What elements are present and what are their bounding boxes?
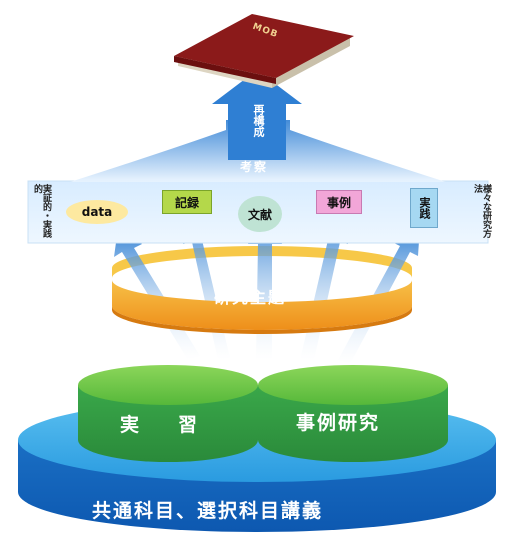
method-data: data — [66, 200, 128, 224]
method-records: 記録 — [162, 190, 212, 214]
arrow-top-label: 再構成 — [252, 104, 265, 137]
band-left-text: 実証的・実践的 — [32, 184, 51, 238]
method-literature: 文献 — [238, 196, 282, 232]
ring-label: 研究主題 — [214, 288, 287, 307]
base-label: 共通科目、選択科目講義 — [92, 500, 324, 522]
book — [174, 14, 354, 88]
ring-front — [112, 280, 412, 334]
main-up-arrow — [212, 70, 302, 160]
method-cases: 事例 — [316, 190, 362, 214]
green-cylinder-left — [78, 365, 258, 462]
green-right-label: 事例研究 — [296, 412, 381, 434]
method-literature-label: 文献 — [247, 207, 272, 222]
synthesis-label: 考察 — [240, 160, 269, 174]
green-left-label: 実 習 — [120, 414, 208, 436]
green-cylinder-right — [258, 365, 448, 462]
method-cases-label: 事例 — [326, 195, 351, 210]
method-records-label: 記録 — [174, 195, 199, 210]
band-right-text: 様々な研究方法 — [472, 184, 491, 238]
method-practice-label: 実践 — [418, 197, 431, 219]
method-practice: 実践 — [410, 188, 438, 228]
method-data-label: data — [81, 205, 113, 219]
